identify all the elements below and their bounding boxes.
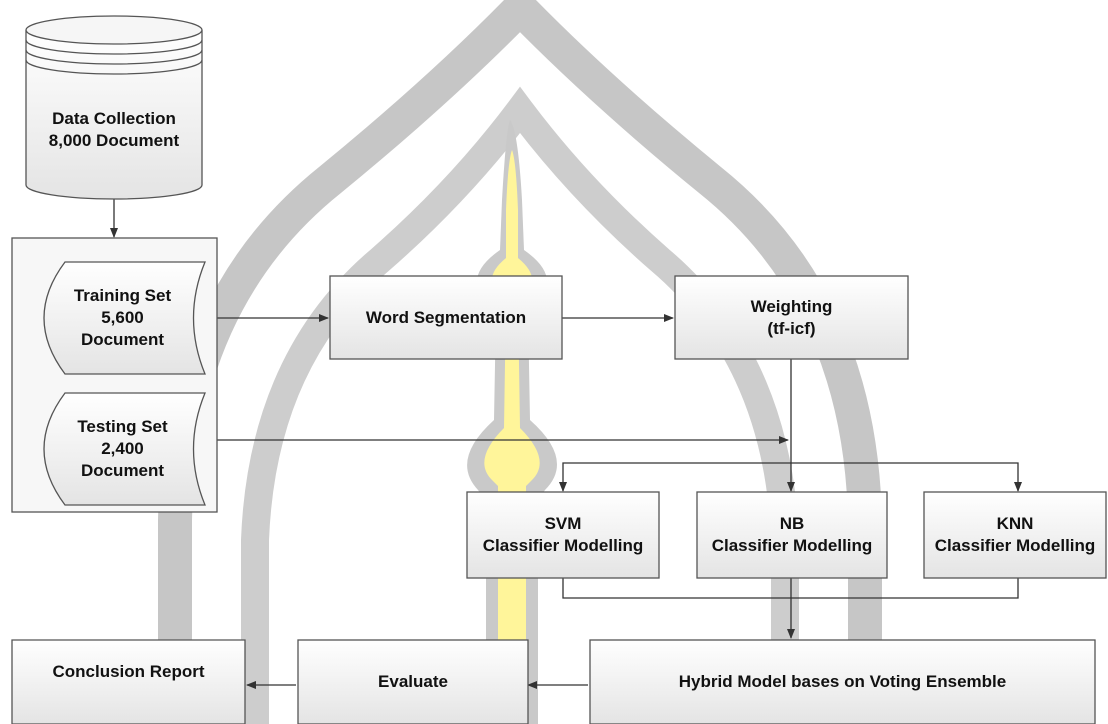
knn-box: [924, 492, 1106, 578]
hybrid-box: [590, 640, 1095, 724]
evaluate-box: [298, 640, 528, 724]
database-icon: [26, 16, 202, 199]
nb-box: [697, 492, 887, 578]
word-segmentation-box: [330, 276, 562, 359]
training-set-shape: [44, 262, 205, 374]
line-branch-to-svm: [563, 463, 791, 491]
conclusion-document-shape: [12, 640, 245, 724]
weighting-box: [675, 276, 908, 359]
line-branch-to-knn: [791, 463, 1018, 491]
watermark-emblem: [175, 8, 865, 724]
testing-set-shape: [44, 393, 205, 505]
svm-box: [467, 492, 659, 578]
